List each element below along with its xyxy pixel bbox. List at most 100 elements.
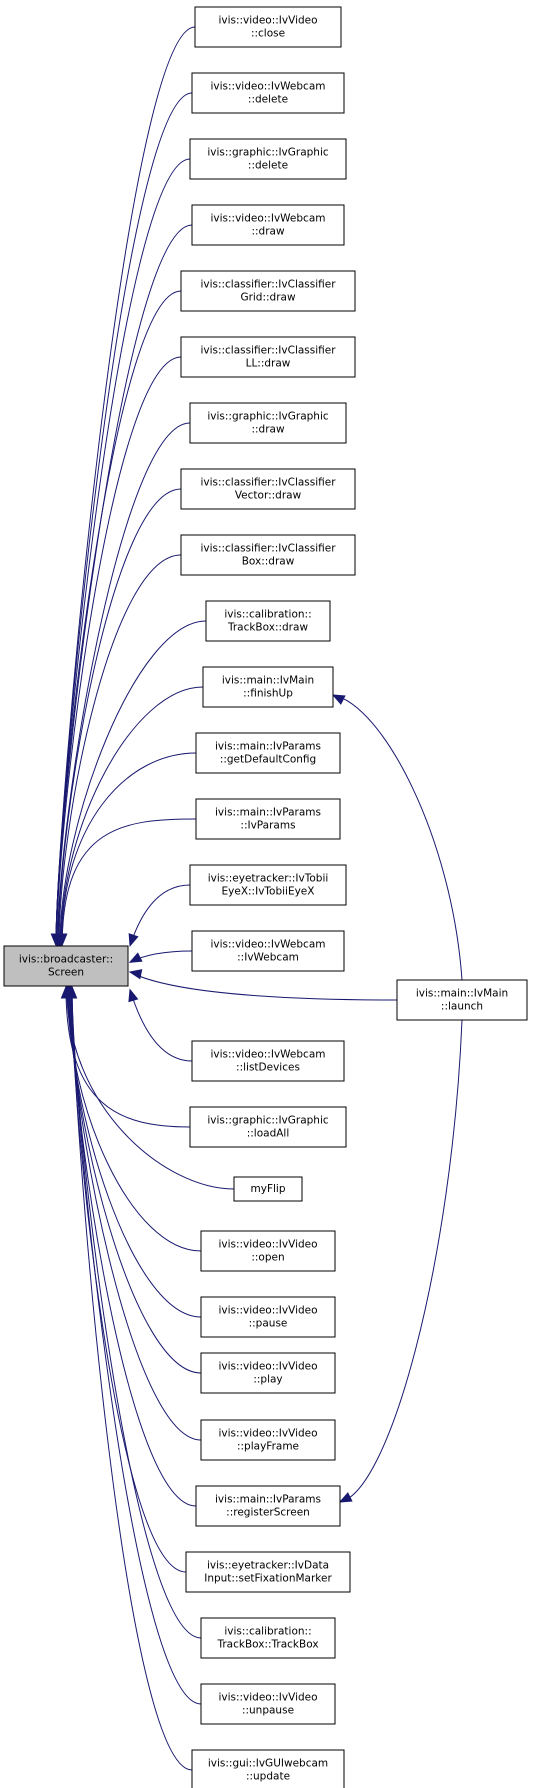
node-vector-draw[interactable]: ivis::classifier::IvClassifierVector::dr… [180, 468, 356, 510]
node-launch[interactable]: ivis::main::IvMain::launch [396, 979, 528, 1021]
node-label-line: ::getDefaultConfig [220, 754, 316, 766]
node-setfixationmarker[interactable]: ivis::eyetracker::IvDataInput::setFixati… [185, 1551, 351, 1593]
node-box [200, 1419, 336, 1461]
node-graphic-delete[interactable]: ivis::graphic::IvGraphic::delete [189, 138, 347, 180]
edge-line [129, 971, 398, 1001]
node-trackbox[interactable]: ivis::calibration::TrackBox::TrackBox [200, 1617, 336, 1659]
edge-line [61, 818, 197, 946]
node-label-line: ivis::video::IvWebcam [211, 1049, 326, 1061]
node-label-line: ivis::eyetracker::IvData [207, 1560, 329, 1572]
node-box [200, 1617, 336, 1659]
node-label-line: myFlip [251, 1183, 286, 1195]
node-label-line: Vector::draw [235, 490, 302, 502]
node-ivparams[interactable]: ivis::main::IvParams::IvParams [195, 798, 341, 840]
edge-listdevices-to-screen [128, 988, 193, 1062]
edge-grid-draw-to-screen [50, 290, 182, 947]
node-label-line: ivis::main::IvMain [222, 675, 314, 687]
node-play[interactable]: ivis::video::IvVideo::play [200, 1352, 336, 1394]
node-update[interactable]: ivis::gui::IvGUIwebcam::update [191, 1749, 345, 1788]
node-label-line: ivis::video::IvVideo [218, 1239, 317, 1251]
node-label-line: ivis::classifier::IvClassifier [200, 543, 336, 555]
arrowhead [128, 933, 139, 948]
node-unpause[interactable]: ivis::video::IvVideo::unpause [200, 1683, 336, 1725]
node-box [191, 72, 345, 114]
edges-layer [50, 26, 463, 1771]
node-label-line: ::finishUp [243, 688, 293, 700]
node-label-line: ::update [246, 1771, 290, 1783]
node-label-line: ivis::graphic::IvGraphic [207, 147, 329, 159]
edge-launch-to-screen [128, 969, 398, 1001]
node-label-line: ::playFrame [237, 1441, 299, 1453]
node-label-line: ivis::classifier::IvClassifier [200, 477, 336, 489]
node-webcam-draw[interactable]: ivis::video::IvWebcam::draw [191, 204, 345, 246]
node-box [180, 270, 356, 312]
node-pause[interactable]: ivis::video::IvVideo::pause [200, 1296, 336, 1338]
edge-line [68, 986, 202, 1374]
edge-webcam-delete-to-screen [50, 92, 193, 947]
edge-line [60, 686, 204, 946]
node-label-line: ::listDevices [236, 1062, 300, 1074]
edge-ll-draw-to-screen [51, 356, 182, 947]
edge-finishup-to-screen [55, 686, 204, 947]
node-label-line: ivis::main::IvParams [215, 807, 321, 819]
arrowhead [331, 694, 346, 705]
edge-ivtobiieyex-to-screen [128, 884, 191, 948]
node-ivtobiieyex[interactable]: ivis::eyetracker::IvTobiiEyeX::IvTobiiEy… [189, 864, 347, 906]
edge-line [55, 26, 196, 946]
node-myflip[interactable]: myFlip [233, 1176, 303, 1202]
node-box [189, 1106, 347, 1148]
node-graphic-draw[interactable]: ivis::graphic::IvGraphic::draw [189, 402, 347, 444]
node-label-line: ::IvWebcam [237, 952, 299, 964]
node-box [191, 204, 345, 246]
edge-setfixationmarker-to-screen [66, 985, 187, 1573]
node-label-line: ::IvParams [240, 820, 295, 832]
node-label-line: ivis::eyetracker::IvTobii [208, 873, 329, 885]
node-listdevices[interactable]: ivis::video::IvWebcam::listDevices [191, 1040, 345, 1082]
edge-line [59, 620, 207, 946]
node-open[interactable]: ivis::video::IvVideo::open [200, 1230, 336, 1272]
edge-line [55, 290, 182, 946]
node-loadall[interactable]: ivis::graphic::IvGraphic::loadAll [189, 1106, 347, 1148]
node-box [189, 138, 347, 180]
node-box [200, 1296, 336, 1338]
node-box [396, 979, 528, 1021]
edge-trackbox-draw-to-screen [54, 620, 207, 947]
edge-line [60, 752, 197, 946]
node-box [185, 1551, 351, 1593]
node-label-line: ivis::main::IvParams [215, 1494, 321, 1506]
node-label-line: ivis::video::IvVideo [218, 1428, 317, 1440]
node-ivwebcam[interactable]: ivis::video::IvWebcam::IvWebcam [191, 930, 345, 972]
edge-line [339, 1019, 463, 1503]
node-label-line: ::delete [248, 160, 288, 172]
node-box [195, 798, 341, 840]
arrowhead [128, 969, 143, 980]
node-label-line: ::launch [441, 1001, 483, 1013]
node-box [191, 930, 345, 972]
edge-ivparams-to-screen [56, 818, 197, 947]
node-box [202, 666, 334, 708]
edge-line [58, 554, 182, 946]
node-label-line: ivis::video::IvWebcam [211, 939, 326, 951]
edge-ivwebcam-to-screen [128, 950, 193, 963]
node-box [191, 1749, 345, 1788]
node-box [200, 1683, 336, 1725]
node-label-line: ::pause [249, 1318, 288, 1330]
node-screen[interactable]: ivis::broadcaster::Screen [3, 945, 129, 987]
node-getdefaultconfig[interactable]: ivis::main::IvParams::getDefaultConfig [195, 732, 341, 774]
node-finishup[interactable]: ivis::main::IvMain::finishUp [202, 666, 334, 708]
node-webcam-delete[interactable]: ivis::video::IvWebcam::delete [191, 72, 345, 114]
node-box [195, 732, 341, 774]
edge-webcam-draw-to-screen [50, 224, 193, 947]
node-playframe[interactable]: ivis::video::IvVideo::playFrame [200, 1419, 336, 1461]
node-label-line: ivis::calibration:: [224, 1626, 311, 1638]
node-close[interactable]: ivis::video::IvVideo::close [194, 6, 342, 48]
edge-line [55, 92, 193, 946]
node-box [180, 336, 356, 378]
node-registerscreen[interactable]: ivis::main::IvParams::registerScreen [195, 1485, 341, 1527]
edge-line [69, 986, 202, 1441]
node-trackbox-draw[interactable]: ivis::calibration::TrackBox::draw [205, 600, 331, 642]
edge-line [65, 986, 191, 1128]
